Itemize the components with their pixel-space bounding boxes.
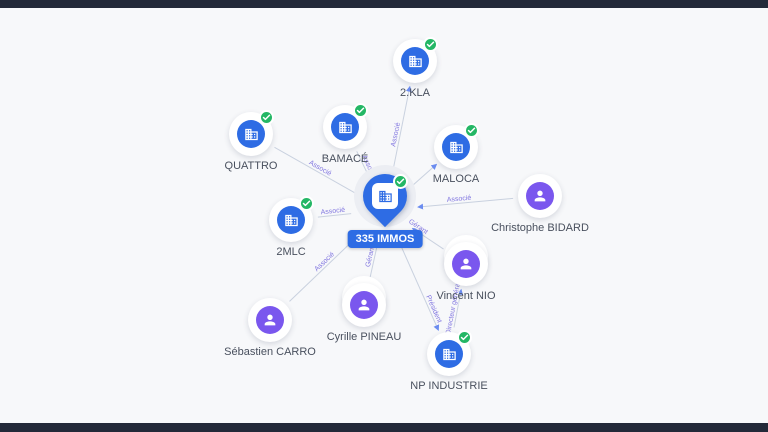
top-letterbox-bar (0, 0, 768, 8)
company-icon (401, 47, 429, 75)
node-label: Vincent NIO (436, 290, 496, 302)
node-label: Sébastien CARRO (224, 346, 316, 358)
node-label: Christophe BIDARD (491, 222, 589, 234)
node-label: QUATTRO (224, 160, 278, 172)
node-tile (427, 330, 472, 376)
node-label: 2.KLA (400, 87, 430, 99)
edge-label: Associé (320, 207, 345, 217)
edge-npind-nio (453, 288, 464, 328)
node-tile (434, 123, 479, 169)
node-label: Cyrille PINEAU (326, 331, 402, 343)
edge-label: Associé (447, 195, 472, 204)
node-label: BAMACÉ (321, 153, 369, 165)
edge-pineau-center (369, 243, 379, 279)
node-tile (342, 283, 386, 327)
edge-center-maloca (410, 163, 438, 188)
person-icon (452, 250, 480, 278)
node-tile (393, 37, 438, 83)
company-icon (442, 133, 470, 161)
node-tile (518, 174, 562, 218)
company-icon (237, 120, 265, 148)
check-badge (299, 196, 314, 211)
edge-bidard-center (417, 197, 514, 210)
node-tile (269, 196, 314, 242)
node-tile (229, 110, 274, 156)
edge-label: Associé (313, 251, 336, 273)
node-label: MALOCA (432, 173, 480, 185)
edge-quattro-center (274, 146, 356, 194)
edge-center-npind (398, 240, 440, 331)
node-tile (323, 103, 368, 149)
person-icon (256, 306, 284, 334)
node-label: NP INDUSTRIE (410, 380, 488, 392)
check-badge (353, 103, 368, 118)
center-label-badge[interactable]: 335 IMMOS (347, 230, 423, 248)
person-icon (350, 291, 378, 319)
node-tile (444, 242, 488, 286)
company-icon (372, 183, 398, 209)
check-badge (457, 330, 472, 345)
company-icon (277, 206, 305, 234)
node-tile (248, 298, 292, 342)
check-badge (423, 37, 438, 52)
node-label: 2MLC (276, 246, 306, 258)
check-badge (464, 123, 479, 138)
bottom-letterbox-bar (0, 423, 768, 432)
check-badge (259, 110, 274, 125)
person-icon (526, 182, 554, 210)
edge-2mlc-center (317, 213, 352, 218)
company-icon (331, 113, 359, 141)
company-icon (435, 340, 463, 368)
edge-center-2kla (391, 85, 412, 177)
check-badge (393, 174, 408, 189)
